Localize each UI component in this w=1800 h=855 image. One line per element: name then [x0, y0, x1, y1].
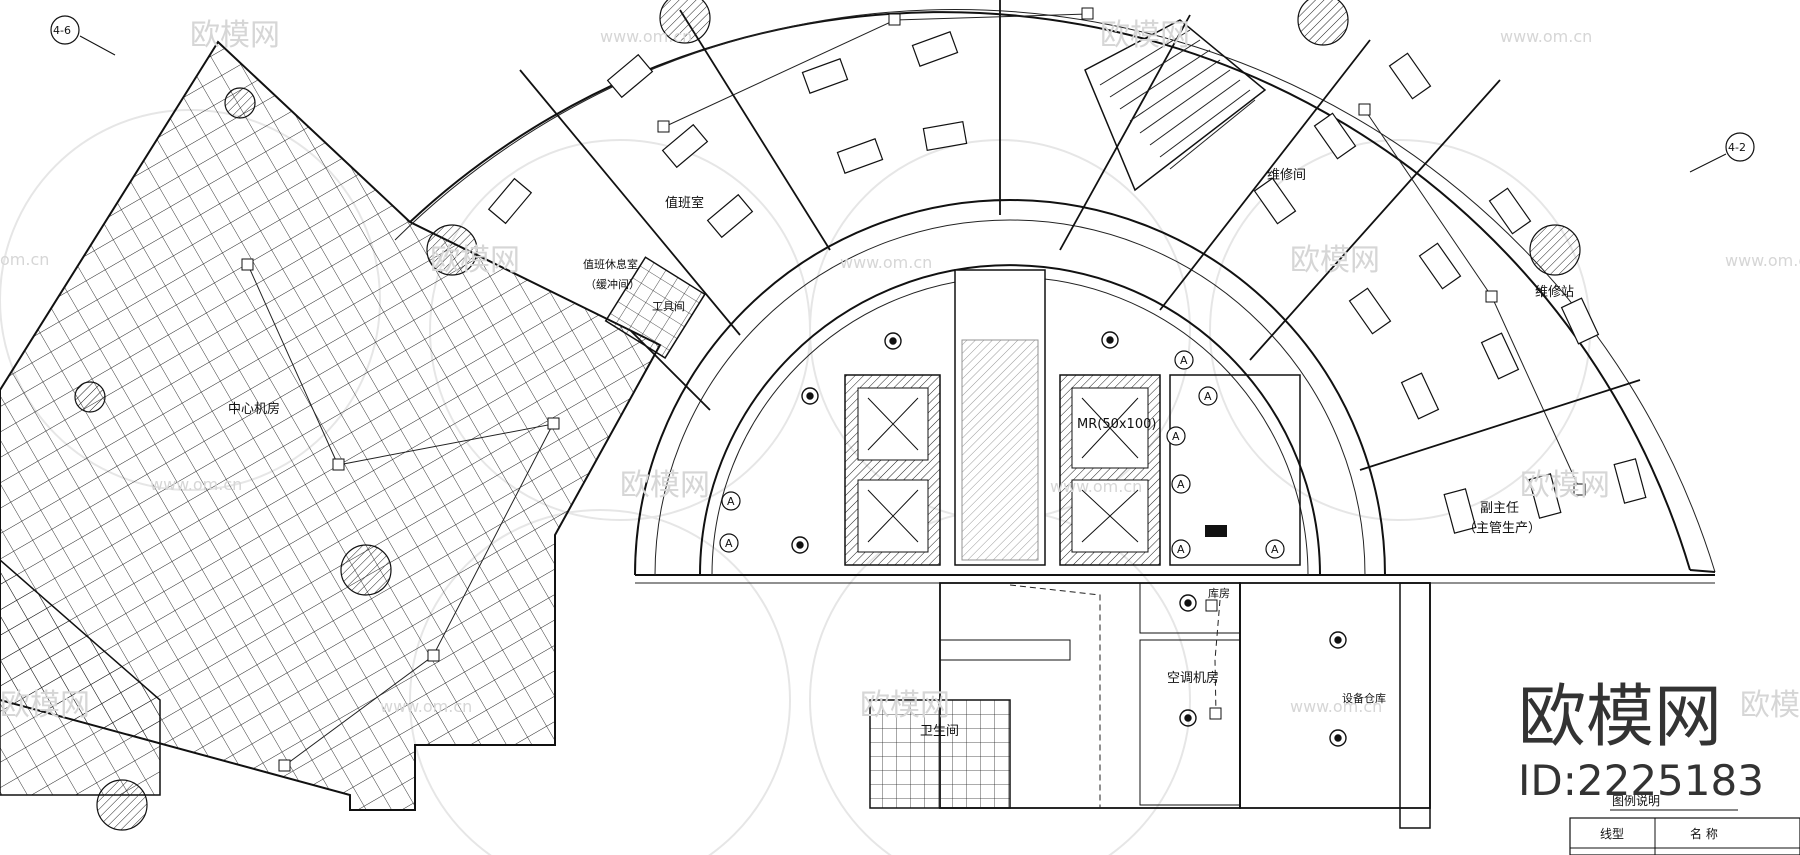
- label-deputy-director: 副主任: [1480, 501, 1519, 516]
- svg-text:ID:2225183: ID:2225183: [1518, 756, 1764, 805]
- svg-text:欧模网: 欧模网: [1520, 468, 1610, 503]
- svg-text:4-2: 4-2: [1728, 141, 1746, 154]
- svg-text:欧模网: 欧模网: [1100, 18, 1190, 53]
- svg-text:www.om.cn: www.om.cn: [1725, 251, 1800, 270]
- legend-table: 图例说明 线型 名 称: [1569, 793, 1800, 855]
- svg-text:欧模网: 欧模网: [190, 18, 280, 53]
- label-ac-room: 空调机房: [1167, 670, 1219, 686]
- svg-text:4-6: 4-6: [53, 24, 71, 37]
- svg-text:欧模网: 欧模网: [0, 688, 90, 723]
- spot-lights: [791, 331, 1347, 747]
- structural-columns: [74, 0, 1581, 831]
- label-central-machine-room: 中心机房: [228, 401, 280, 417]
- svg-text:A: A: [1271, 543, 1279, 556]
- svg-text:www.om.cn: www.om.cn: [840, 253, 932, 272]
- svg-text:www.om.cn: www.om.cn: [150, 475, 242, 494]
- svg-text:欧模网: 欧模网: [430, 243, 520, 278]
- svg-text:欧模网: 欧模网: [620, 468, 710, 503]
- a-marker-labels: A A A A A A A A: [725, 354, 1279, 556]
- watermark-text: 欧模网 www.om.cn 欧模网 www.om.cn om.cn 欧模网 ww…: [0, 18, 1800, 723]
- svg-text:欧模网: 欧模网: [1518, 678, 1722, 757]
- legend-col-line-type: 线型: [1600, 827, 1624, 841]
- tool-room-tiles: [604, 256, 706, 359]
- axis-marker-left: 4-6: [50, 15, 116, 56]
- fan-outline: [394, 9, 1716, 584]
- svg-text:www.om.cn: www.om.cn: [1290, 697, 1382, 716]
- label-repair-station: 维修站: [1535, 285, 1574, 300]
- svg-text:A: A: [1177, 543, 1185, 556]
- label-duty-room: 值班室: [665, 195, 704, 211]
- svg-text:A: A: [1172, 430, 1180, 443]
- central-machine-room-area: [0, 40, 662, 811]
- lower-annex: [869, 582, 1431, 829]
- legend-title: 图例说明: [1612, 793, 1660, 808]
- svg-text:A: A: [727, 495, 735, 508]
- room-labels: 值班室 值班休息室 （缓冲间） 工具间 中心机房 维修间 维修站 副主任 （主管…: [228, 168, 1574, 739]
- brand-stamp: 欧模网 ID:2225183: [1518, 678, 1764, 805]
- svg-text:om.cn: om.cn: [0, 250, 49, 269]
- label-storage: 库房: [1208, 587, 1230, 600]
- light-fixtures: [487, 31, 1647, 534]
- staircase: [1084, 19, 1267, 192]
- elevator-core: [844, 269, 1301, 566]
- label-duty-rest: 值班休息室: [583, 257, 638, 271]
- label-tool-room: 工具间: [652, 300, 685, 313]
- svg-text:www.om.cn: www.om.cn: [380, 697, 472, 716]
- label-buffer: （缓冲间）: [585, 277, 640, 291]
- svg-text:www.om.cn: www.om.cn: [600, 27, 692, 46]
- svg-text:欧模网: 欧模网: [1290, 243, 1380, 278]
- svg-text:www.om.cn: www.om.cn: [1050, 477, 1142, 496]
- svg-text:A: A: [1177, 478, 1185, 491]
- svg-text:欧模网: 欧模网: [860, 688, 950, 723]
- label-deputy-director-sub: （主管生产）: [1463, 521, 1541, 536]
- svg-text:欧模网: 欧模网: [1740, 688, 1800, 723]
- axis-marker-right: 4-2: [1689, 132, 1755, 173]
- svg-text:www.om.cn: www.om.cn: [1500, 27, 1592, 46]
- svg-text:A: A: [1180, 354, 1188, 367]
- svg-text:A: A: [725, 537, 733, 550]
- s-markers: [241, 7, 1586, 772]
- legend-col-name: 名 称: [1690, 826, 1718, 841]
- label-restroom: 卫生间: [920, 724, 959, 739]
- label-motor-room: MR(50x100): [1077, 417, 1156, 432]
- a-markers: [719, 350, 1285, 559]
- svg-text:A: A: [1204, 390, 1212, 403]
- label-equipment-storage: 设备仓库: [1342, 691, 1386, 705]
- radial-walls: [519, 0, 1641, 471]
- label-repair-room: 维修间: [1267, 168, 1306, 183]
